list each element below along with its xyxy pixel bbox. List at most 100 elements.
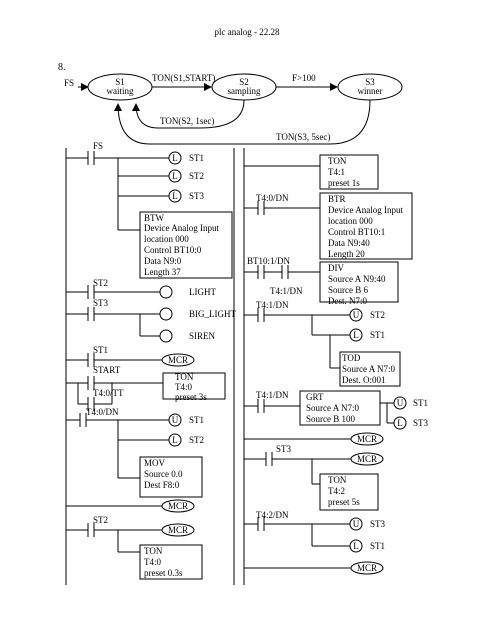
- transition-s3-s1-label: TON(S3, 5sec): [276, 132, 330, 142]
- ton-t40-block: [162, 372, 226, 400]
- state-s1-id: S1: [115, 77, 125, 87]
- contact-t40-dn-label: T4:0/DN: [86, 407, 119, 417]
- coil-u-st2-type: U: [353, 310, 360, 320]
- coil-mcr-end: [350, 561, 384, 575]
- coil-u-st1-r-label: ST1: [413, 398, 428, 408]
- mov-name: MOV: [144, 458, 166, 468]
- contact-st2-b-label: ST2: [93, 515, 108, 525]
- coil-mcr-end-label: MCR: [357, 563, 377, 573]
- div-name: DIV: [328, 263, 344, 273]
- coil-type-st1: L: [172, 153, 178, 163]
- btw-line-4: Data N9:0: [144, 256, 182, 266]
- state-s3-name: winner: [358, 86, 383, 96]
- contact-st3-r-label: ST3: [276, 444, 292, 454]
- coil-u-st3-label: ST3: [370, 519, 386, 529]
- btw-name: BTW: [144, 213, 165, 223]
- ton-t41-name: TON: [328, 156, 347, 166]
- coil-l-st2-b: [168, 433, 182, 447]
- coil-mcr-2-label: MCR: [168, 501, 188, 511]
- coil-l-st1: [168, 151, 182, 165]
- div-line-2: Source B 6: [328, 285, 368, 295]
- ladder-left: FS L ST1 L ST2 L ST3 BTW Device Analog I…: [65, 141, 236, 585]
- btr-line-2: location 000: [328, 216, 373, 226]
- coil-u-st1-r-type: U: [397, 398, 404, 408]
- contact-st2-label: ST2: [93, 278, 108, 288]
- coil-st3-label: ST3: [189, 191, 205, 201]
- coil-l-st3-r-label: ST3: [413, 418, 429, 428]
- state-s1-name: waiting: [107, 86, 134, 96]
- coil-big-light-label: BIG_LIGHT: [189, 309, 236, 319]
- contact-t42-dn-label: T4:2/DN: [256, 510, 289, 520]
- coil-light-label: LIGHT: [189, 287, 216, 297]
- coil-mcr-r2: [350, 452, 384, 466]
- coil-u-st3: [349, 517, 363, 531]
- page-header: plc analog - 22.28: [215, 27, 280, 37]
- coil-mcr-3-label: MCR: [168, 525, 188, 535]
- ton-t42-line-1: T4:2: [328, 486, 345, 496]
- state-s2-id: S2: [239, 77, 249, 87]
- btr-line-5: Length 20: [328, 249, 365, 259]
- coil-l-st3-r: [393, 416, 407, 430]
- tod-line-1: Source A N7:0: [342, 364, 395, 374]
- coil-l-st2-b-label: ST2: [189, 435, 204, 445]
- btr-name: BTR: [328, 194, 346, 204]
- coil-u-st3-type: U: [353, 519, 360, 529]
- coil-big-light: [159, 307, 173, 321]
- btw-line-1: Device Analog Input: [144, 223, 219, 233]
- contact-t41-dn-label: T4:1/DN: [256, 300, 289, 310]
- ton-t41-line-1: T4:1: [328, 167, 345, 177]
- coil-mcr-r1-label: MCR: [357, 434, 377, 444]
- contact-t40-dn-r-label: T4:0/DN: [256, 193, 289, 203]
- mov-line-2: Dest F8:0: [144, 480, 180, 490]
- mov-line-1: Source 0.0: [144, 469, 183, 479]
- input-label-fs: FS: [64, 78, 74, 88]
- coil-l-st1-end: [349, 539, 363, 553]
- tod-name: TOD: [342, 353, 361, 363]
- btw-block: [139, 211, 233, 279]
- coil-light: [159, 285, 173, 299]
- contact-t41-dn-nc-label: T4:1/DN: [270, 286, 303, 296]
- btw-line-2: location 000: [144, 234, 189, 244]
- coil-u-st1-r: [393, 396, 407, 410]
- ton-t40-b-line-1: T4:0: [144, 557, 161, 567]
- ton-t41-block: [319, 154, 379, 190]
- coil-u-st2-label: ST2: [370, 310, 385, 320]
- coil-l-st2: [168, 169, 182, 183]
- coil-l-st2-b-type: L: [172, 435, 178, 445]
- contact-fs-label: FS: [93, 141, 103, 151]
- btr-line-3: Control BT10:1: [328, 227, 385, 237]
- coil-mcr-1: [161, 353, 195, 367]
- coil-mcr-r2-label: MCR: [357, 454, 377, 464]
- coil-mcr-2: [161, 499, 195, 513]
- contact-t41-dn-b-label: T4:1/DN: [256, 390, 289, 400]
- grt-name: GRT: [306, 392, 324, 402]
- btr-line-1: Device Analog Input: [328, 205, 403, 215]
- coil-u-st1: [168, 413, 182, 427]
- ton-t41-line-2: preset 1s: [328, 178, 360, 188]
- coil-mcr-r1: [350, 432, 384, 446]
- tod-block: [339, 351, 401, 387]
- transition-s2-s1-label: TON(S2, 1sec): [160, 116, 214, 126]
- coil-st1-label: ST1: [189, 153, 204, 163]
- ton-t42-name: TON: [328, 475, 347, 485]
- coil-l-st1-r-type: L: [353, 330, 359, 340]
- contact-t40-tt-label: T4:0/TT: [93, 388, 124, 398]
- transition-s1-s2-label: TON(S1,START): [152, 73, 215, 83]
- ton-t40-name: TON: [175, 372, 194, 382]
- tod-line-2: Dest. O:001: [342, 375, 386, 385]
- coil-l-st1-r-label: ST1: [370, 330, 385, 340]
- ton-t42-block: [319, 473, 379, 511]
- coil-type-st3: L: [172, 191, 178, 201]
- state-diagram: FS S1 waiting S2 sampling S3 winner TON(…: [64, 73, 403, 145]
- coil-siren-label: SIREN: [189, 331, 216, 341]
- div-line-3: Dest. N7:0: [328, 296, 367, 306]
- ton-t40-b-block: [139, 544, 203, 580]
- mov-block: [139, 456, 203, 498]
- coil-st2-label: ST2: [189, 171, 204, 181]
- ton-t40-b-line-2: preset 0.3s: [144, 568, 183, 578]
- coil-mcr-1-label: MCR: [168, 355, 188, 365]
- coil-u-st2: [349, 308, 363, 322]
- contact-bt101-dn-label: BT10:1/DN: [247, 256, 291, 266]
- ton-t40-line-1: T4:0: [175, 382, 192, 392]
